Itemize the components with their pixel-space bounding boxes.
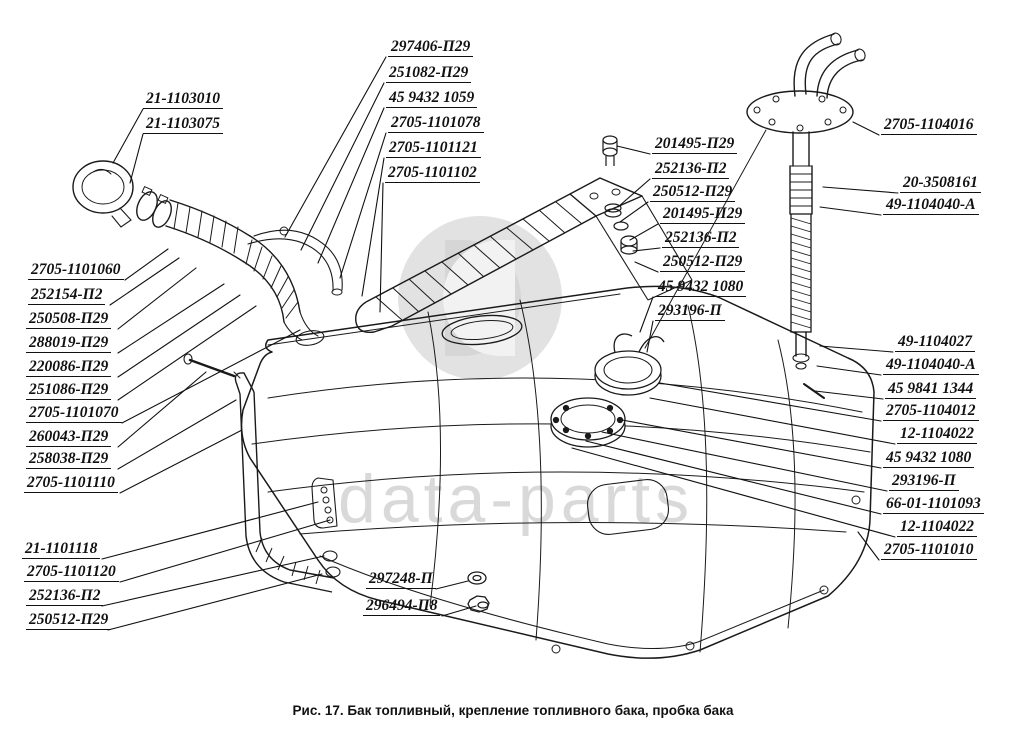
part-label: 297248-П [366, 570, 436, 589]
part-label: 21-1103075 [143, 115, 224, 134]
part-label: 220086-П29 [26, 358, 112, 377]
part-label: 49-1104027 [895, 333, 976, 352]
part-label: 250512-П29 [650, 183, 736, 202]
tank-sender-unit [550, 333, 665, 448]
strap-plate [311, 477, 338, 529]
bracket-fasteners [602, 135, 638, 255]
fuel-tank [240, 285, 875, 659]
part-label: 250512-П29 [660, 253, 746, 272]
fuel-pickup-assembly [644, 32, 866, 399]
part-label: 2705-1101110 [24, 474, 118, 493]
filler-cap [72, 160, 134, 214]
part-label: 250508-П29 [26, 310, 112, 329]
part-label: 2705-1101070 [26, 404, 122, 423]
leader-lines [101, 56, 899, 631]
part-label: 296494-П8 [363, 597, 441, 616]
part-label: 252136-П2 [662, 229, 740, 248]
part-label: 45 9432 1080 [883, 449, 975, 468]
part-label: 45 9432 1059 [386, 89, 478, 108]
part-label: 252154-П2 [28, 286, 106, 305]
part-label: 2705-1101121 [386, 139, 481, 158]
part-label: 252136-П2 [652, 160, 730, 179]
part-label: 2705-1101078 [388, 114, 484, 133]
part-label: 2705-1101102 [385, 164, 480, 183]
part-label: 293196-П [889, 472, 959, 491]
part-label: 288019-П29 [26, 334, 112, 353]
cotter-pin [803, 383, 825, 399]
part-label: 2705-1104012 [883, 402, 979, 421]
part-label: 258038-П29 [26, 450, 112, 469]
tank-strap [234, 372, 341, 593]
filler-recess [441, 314, 523, 346]
part-label: 45 9841 1344 [885, 380, 977, 399]
part-label: 201495-П29 [660, 205, 746, 224]
part-label: 45 9432 1080 [655, 278, 747, 297]
pickup-flange [746, 90, 854, 134]
part-label: 293196-П [655, 302, 725, 321]
part-label: 21-1103010 [143, 90, 224, 109]
part-label: 252136-П2 [26, 587, 104, 606]
long-bolt [188, 358, 236, 378]
strap-bolt-and-nut [467, 571, 490, 613]
part-label: 66-01-1101093 [883, 495, 984, 514]
part-label: 49-1104040-А [883, 356, 979, 375]
part-label: 2705-1101010 [881, 541, 977, 560]
watermark-text: data-parts [338, 461, 695, 537]
part-label: 12-1104022 [897, 425, 978, 444]
part-label: 2705-1104016 [881, 116, 977, 135]
figure-caption: Рис. 17. Бак топливный, крепление топлив… [292, 703, 734, 718]
tank-emblem [586, 479, 670, 535]
part-label: 2705-1101120 [24, 563, 119, 582]
part-label: 250512-П29 [26, 611, 112, 630]
part-label: 21-1101118 [22, 540, 101, 559]
hose-clamp [152, 200, 172, 228]
part-label: 201495-П29 [652, 135, 738, 154]
part-label: 12-1104022 [897, 518, 978, 537]
part-label: 251086-П29 [26, 381, 112, 400]
part-label: 20-3508161 [900, 174, 981, 193]
part-label: 260043-П29 [26, 428, 112, 447]
part-label: 297406-П29 [388, 38, 474, 57]
part-label: 251082-П29 [386, 64, 472, 83]
part-label: 49-1104040-А [883, 196, 979, 215]
part-label: 2705-1101060 [28, 261, 124, 280]
